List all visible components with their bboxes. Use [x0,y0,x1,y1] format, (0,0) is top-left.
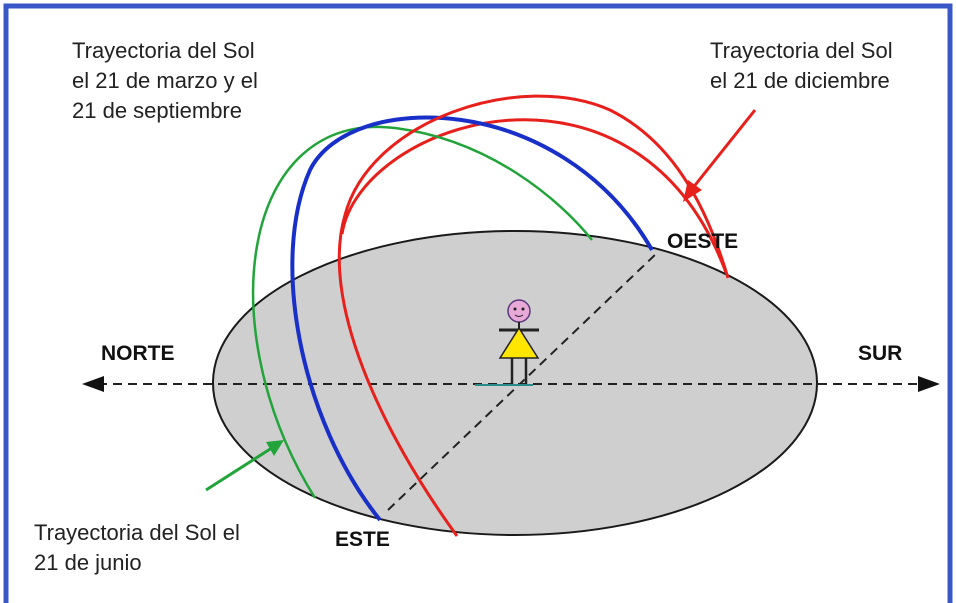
december-sun-path-back [340,118,730,279]
north-label: NORTE [101,342,175,365]
east-label: ESTE [335,528,390,551]
east-west-axis [387,251,659,511]
june-sun-path [251,125,593,499]
december-path-label: Trayectoria del Sol el 21 de diciembre [710,38,893,93]
arrow-icon [205,440,284,492]
north-arrow-head [82,376,104,392]
arrow-icon [683,109,757,202]
equinox-path-label: Trayectoria del Sol el 21 de marzo y el … [72,38,258,123]
june-path-label: Trayectoria del Sol el 21 de junio [34,520,240,575]
south-label: SUR [858,342,903,365]
december-sun-path [337,94,730,537]
stick-figure-girl [475,299,540,386]
west-label: OESTE [667,230,739,253]
ground-plane [212,230,818,536]
south-arrow-head [918,376,940,392]
diagram-border [3,3,953,603]
equinox-sun-path [290,115,654,522]
